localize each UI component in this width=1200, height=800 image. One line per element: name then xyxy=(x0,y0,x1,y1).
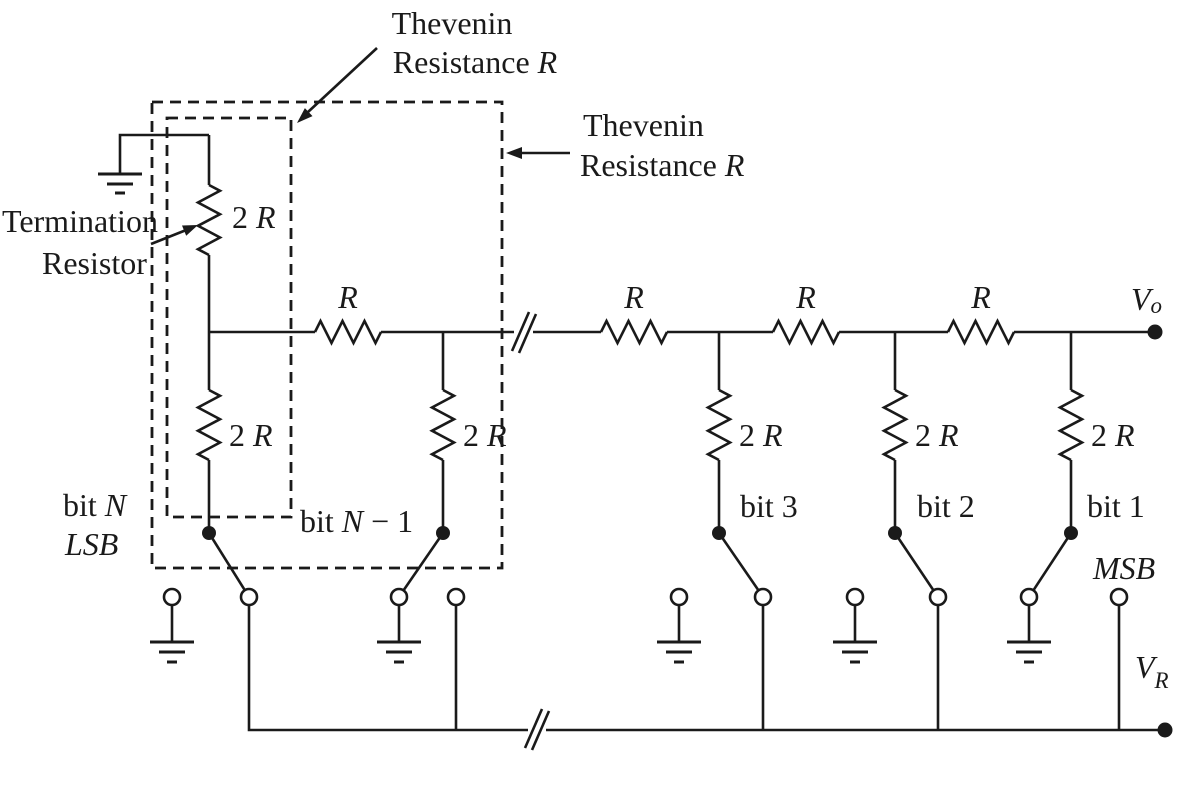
label-vo: Vo xyxy=(1131,281,1162,318)
label-2r-bit-n: 2 R xyxy=(229,417,273,453)
arrow-thevenin-top-icon xyxy=(297,47,378,123)
branch-bit-n xyxy=(195,388,223,527)
label-r-2: R xyxy=(623,279,644,315)
label-lsb: LSB xyxy=(64,526,118,562)
ground-icon-bit-3 xyxy=(657,605,701,664)
resistor-2r-bit-n xyxy=(195,388,223,462)
thevenin-right-label-line2: Resistance R xyxy=(580,147,745,183)
resistor-2r-bit-3 xyxy=(705,388,733,462)
termination-label-line1: Termination xyxy=(2,203,158,239)
label-msb: MSB xyxy=(1092,550,1155,586)
label-2r-bit-3: 2 R xyxy=(739,417,783,453)
node-vo-dot xyxy=(1147,324,1163,340)
switch-bit-3 xyxy=(669,526,773,607)
switch-bit-n1 xyxy=(389,526,466,607)
branch-bit-1 xyxy=(1057,332,1085,527)
termination-label-line2: Resistor xyxy=(42,245,147,281)
ground-icon-bit-1 xyxy=(1007,605,1051,664)
label-r-4: R xyxy=(970,279,991,315)
label-2r-termination: 2 R xyxy=(232,199,276,235)
arrow-thevenin-right-icon xyxy=(506,147,570,159)
thevenin-top-label-line2: Resistance R xyxy=(393,44,558,80)
branch-bit-n1 xyxy=(429,332,457,527)
label-r-1: R xyxy=(337,279,358,315)
rail-break-icon xyxy=(510,311,538,354)
label-2r-bit-1: 2 R xyxy=(1091,417,1135,453)
branch-bit-2 xyxy=(881,332,909,527)
resistor-2r-termination xyxy=(195,135,223,390)
switch-bit-1 xyxy=(1019,526,1129,607)
switch-bit-2 xyxy=(845,526,948,607)
label-vr: VR xyxy=(1135,649,1169,693)
resistor-r-1 xyxy=(313,318,383,346)
switch-bit-n xyxy=(162,526,259,607)
inner-thevenin-box xyxy=(165,116,293,519)
label-bit-2: bit 2 xyxy=(917,488,975,524)
outer-thevenin-box xyxy=(150,100,504,570)
bus-wire xyxy=(247,605,1165,732)
resistor-r-4 xyxy=(946,318,1016,346)
label-2r-bit-2: 2 R xyxy=(915,417,959,453)
arrow-termination-icon xyxy=(150,225,198,246)
node-vr-dot xyxy=(1157,722,1173,738)
bus-break-icon xyxy=(523,708,551,751)
ground-icon-bit-n1 xyxy=(377,605,421,664)
termination-ground xyxy=(98,133,209,195)
resistor-r-2 xyxy=(599,318,669,346)
label-bit-1: bit 1 xyxy=(1087,488,1145,524)
branch-bit-3 xyxy=(705,332,733,527)
label-r-3: R xyxy=(795,279,816,315)
thevenin-right-label-line1: Thevenin xyxy=(583,107,704,143)
label-bit-n1: bit N − 1 xyxy=(300,503,413,539)
label-bit-3: bit 3 xyxy=(740,488,798,524)
resistor-2r-bit-1 xyxy=(1057,388,1085,462)
ground-icon-bit-2 xyxy=(833,605,877,664)
ground-icon-bit-n xyxy=(150,605,194,664)
resistor-r-3 xyxy=(771,318,841,346)
label-2r-bit-n1: 2 R xyxy=(463,417,507,453)
resistor-2r-bit-n1 xyxy=(429,388,457,462)
thevenin-top-label-line1: Thevenin xyxy=(392,5,513,41)
resistor-2r-bit-2 xyxy=(881,388,909,462)
label-bit-n: bit N xyxy=(63,487,128,523)
